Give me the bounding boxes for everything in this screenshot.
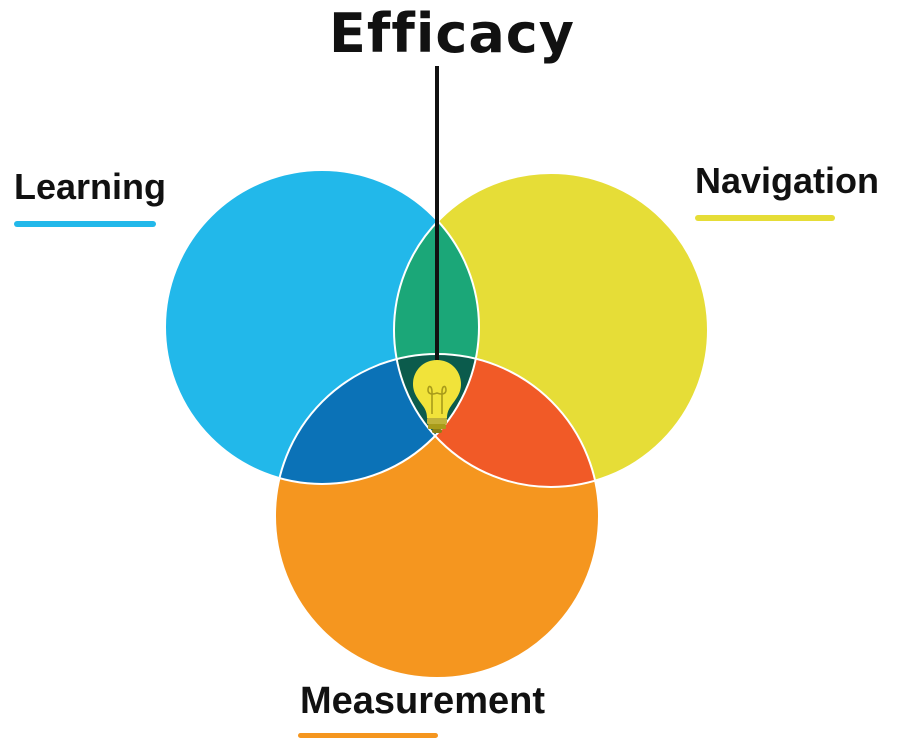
lightbulb-icon xyxy=(413,360,461,433)
navigation-measurement-overlap xyxy=(394,354,599,487)
learning-outline xyxy=(164,169,480,485)
diagram-title: Efficacy xyxy=(328,2,576,65)
learning-measurement-overlap xyxy=(275,354,479,484)
learning-underline xyxy=(14,221,156,227)
navigation-label: Navigation xyxy=(695,160,880,201)
measurement-underline xyxy=(298,733,438,738)
measurement-label: Measurement xyxy=(300,680,545,722)
learning-label: Learning xyxy=(14,166,167,207)
navigation-outline xyxy=(393,172,709,488)
navigation-underline xyxy=(695,215,835,221)
